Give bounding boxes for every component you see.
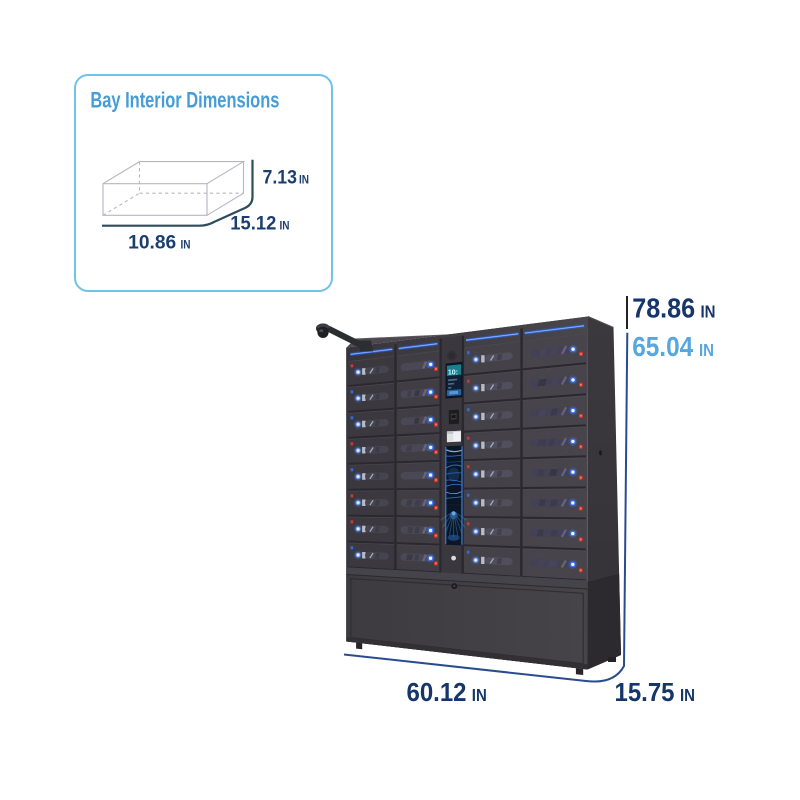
svg-text:Bay Interior Dimensions: Bay Interior Dimensions: [90, 88, 279, 113]
svg-text:IN: IN: [181, 240, 191, 252]
svg-text:IN: IN: [680, 685, 695, 705]
svg-text:IN: IN: [280, 221, 290, 233]
svg-text:10.86: 10.86: [128, 233, 176, 254]
svg-text:65.04: 65.04: [632, 331, 694, 362]
svg-text:15.12: 15.12: [230, 214, 276, 235]
svg-text:7.13: 7.13: [263, 168, 298, 189]
svg-text:60.12: 60.12: [407, 677, 467, 707]
svg-text:IN: IN: [299, 175, 309, 187]
svg-text:IN: IN: [699, 340, 714, 360]
svg-text:78.86: 78.86: [632, 293, 695, 324]
svg-text:15.75: 15.75: [615, 677, 675, 707]
svg-text:IN: IN: [472, 685, 487, 705]
svg-text:IN: IN: [701, 302, 716, 322]
svg-text:10:: 10:: [448, 370, 458, 377]
